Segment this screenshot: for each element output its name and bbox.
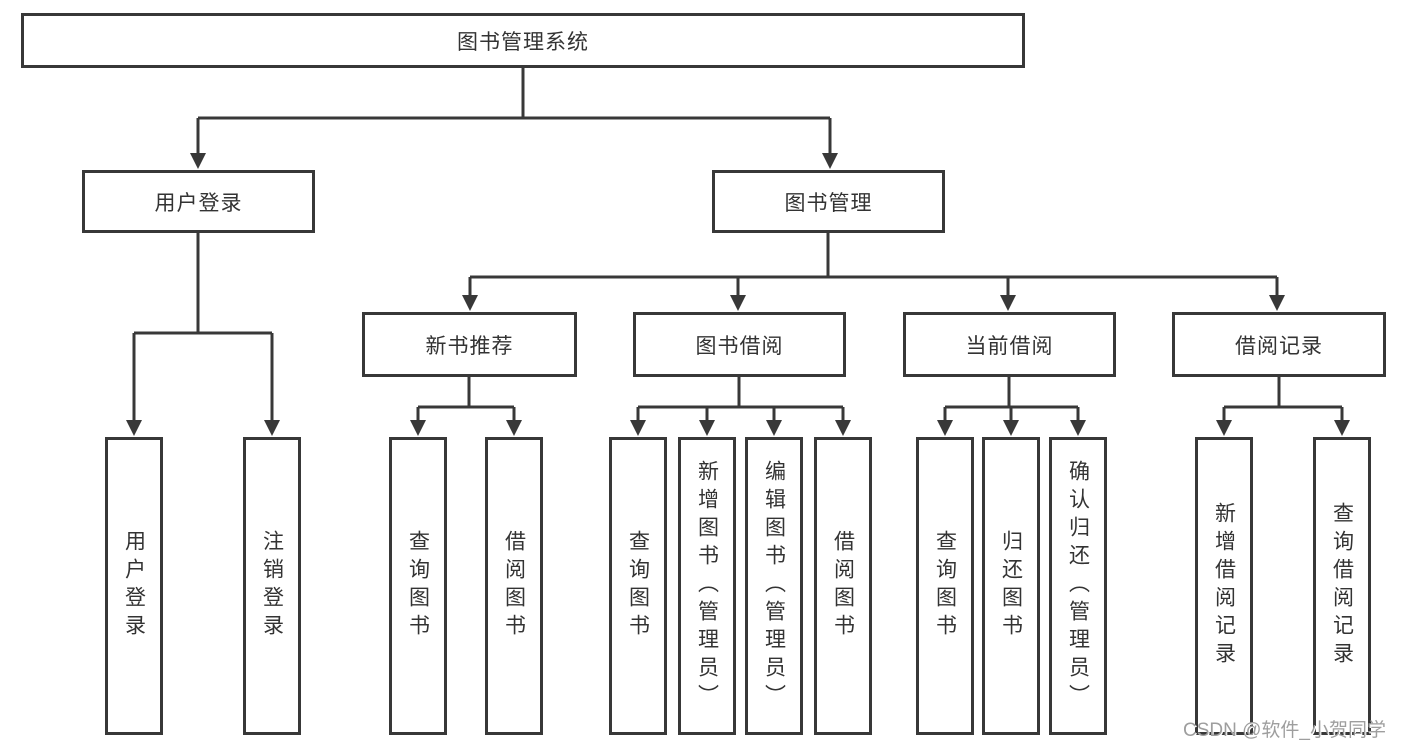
- leaf-user-login: 用户登录: [105, 437, 163, 735]
- leaf-query-books-current: 查询图书: [916, 437, 974, 735]
- leaf-query-borrow-record: 查询借阅记录: [1313, 437, 1371, 735]
- connector-lines: [132, 68, 1344, 421]
- leaf-return-books: 归还图书: [982, 437, 1040, 735]
- leaf-borrow-books: 借阅图书: [814, 437, 872, 735]
- connector-newrec-to-leaves: [416, 377, 516, 421]
- connector-borrow-to-leaves: [636, 377, 845, 421]
- leaf-add-borrow-record-label: 新增借阅记录: [1212, 502, 1236, 670]
- leaf-query-books-recommend: 查询图书: [389, 437, 447, 735]
- leaf-user-login-label: 用户登录: [122, 530, 146, 642]
- leaf-query-books-borrowing: 查询图书: [609, 437, 667, 735]
- leaf-add-books-admin: 新增图书（管理员）: [678, 437, 736, 735]
- leaf-add-books-admin-label: 新增图书（管理员）: [695, 460, 719, 712]
- node-library-management-system: 图书管理系统: [21, 13, 1025, 68]
- node-borrowing-records: 借阅记录: [1172, 312, 1386, 377]
- leaf-query-books-recommend-label: 查询图书: [406, 530, 430, 642]
- leaf-logout: 注销登录: [243, 437, 301, 735]
- leaf-borrow-books-recommend-label: 借阅图书: [502, 530, 526, 642]
- connector-userlogin-to-leaves: [132, 233, 274, 421]
- connector-arrowheads: [126, 153, 1350, 436]
- node-current-borrowing: 当前借阅: [903, 312, 1116, 377]
- leaf-borrow-books-label: 借阅图书: [831, 530, 855, 642]
- leaf-confirm-return-admin-label: 确认归还（管理员）: [1066, 460, 1090, 712]
- node-book-management: 图书管理: [712, 170, 945, 233]
- node-book-borrowing: 图书借阅: [633, 312, 846, 377]
- leaf-query-borrow-record-label: 查询借阅记录: [1330, 502, 1354, 670]
- node-new-book-recommendation: 新书推荐: [362, 312, 577, 377]
- leaf-return-books-label: 归还图书: [999, 530, 1023, 642]
- connector-bookmgmt-to-level3: [468, 233, 1279, 296]
- connector-current-to-leaves: [943, 377, 1080, 421]
- leaf-logout-label: 注销登录: [260, 530, 284, 642]
- leaf-confirm-return-admin: 确认归还（管理员）: [1049, 437, 1107, 735]
- leaf-add-borrow-record: 新增借阅记录: [1195, 437, 1253, 735]
- leaf-edit-books-admin: 编辑图书（管理员）: [745, 437, 803, 735]
- connector-records-to-leaves: [1222, 377, 1344, 421]
- connector-root-to-level2: [196, 68, 832, 154]
- leaf-query-books-current-label: 查询图书: [933, 530, 957, 642]
- leaf-query-books-borrowing-label: 查询图书: [626, 530, 650, 642]
- csdn-watermark: CSDN @软件_小贺同学: [1183, 720, 1386, 741]
- node-user-login: 用户登录: [82, 170, 315, 233]
- leaf-borrow-books-recommend: 借阅图书: [485, 437, 543, 735]
- leaf-edit-books-admin-label: 编辑图书（管理员）: [762, 460, 786, 712]
